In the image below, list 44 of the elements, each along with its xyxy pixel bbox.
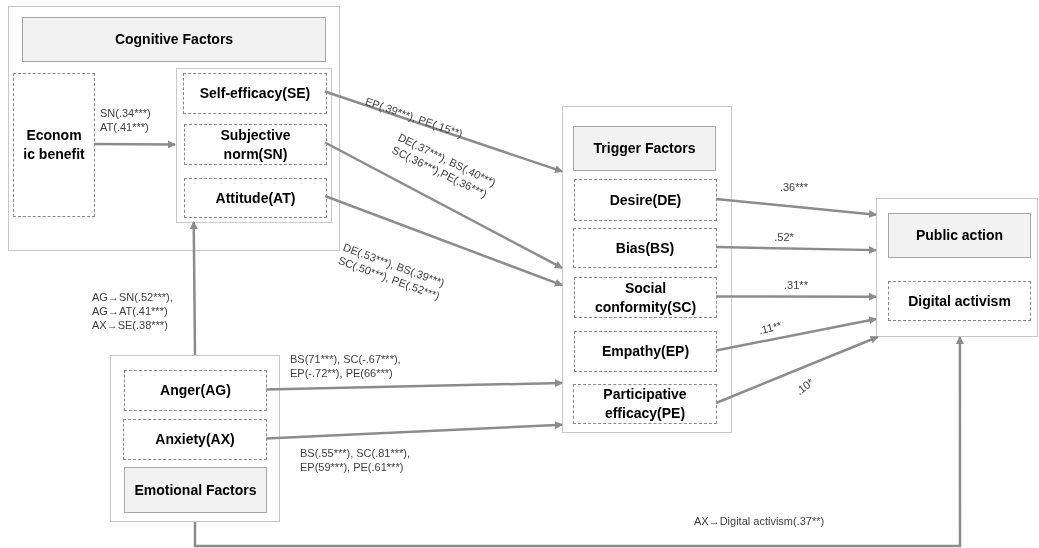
- edge-label: BS(.55***), SC(.81***), EP(59***), PE(.61***): [300, 446, 412, 474]
- arrow: [715, 316, 877, 352]
- arrow: [716, 292, 877, 301]
- factor-box: Empathy(EP): [574, 331, 717, 372]
- group-heading: Public action: [888, 213, 1031, 258]
- factor-box: Digital activism: [888, 281, 1031, 321]
- group-heading: Trigger Factors: [573, 126, 716, 171]
- edge-label: .52*: [773, 230, 795, 244]
- arrow: [265, 379, 563, 391]
- edge-label: .10*: [792, 374, 817, 400]
- arrow: [189, 221, 198, 355]
- factor-box: Self-efficacy(SE): [183, 73, 327, 114]
- factor-box: Econom ic benefit: [13, 73, 95, 217]
- group-heading: Cognitive Factors: [22, 17, 326, 62]
- edge-label: SN(.34***) AT(.41***): [100, 106, 152, 134]
- edge-label: BS(71***), SC(-.67***), EP(-.72**), PE(66***): [290, 352, 402, 380]
- factor-box: Participative efficacy(PE): [573, 384, 717, 424]
- group-panel: [876, 198, 1038, 337]
- group-panel: [8, 6, 340, 251]
- factor-box: Bias(BS): [573, 228, 717, 268]
- arrow: [715, 245, 877, 254]
- arrow: [715, 197, 877, 218]
- group-panel: [176, 68, 332, 223]
- factor-box: Anger(AG): [124, 370, 267, 411]
- edge-label: AG→SN(.52***), AG→AT(.41***) AX→SE(.38***): [92, 290, 174, 332]
- factor-box: Social conformity(SC): [574, 277, 717, 318]
- factor-box: Desire(DE): [574, 179, 717, 221]
- arrow: [324, 194, 563, 287]
- group-panel: [110, 355, 280, 522]
- arrow: [324, 141, 563, 269]
- arrow: [715, 335, 879, 405]
- group-heading: Emotional Factors: [124, 467, 267, 513]
- factor-box: Subjective norm(SN): [184, 124, 327, 165]
- arrow: [94, 140, 176, 149]
- edge-label: .11**: [756, 318, 784, 339]
- group-panel: [562, 106, 732, 433]
- edge-label: .36***: [778, 180, 810, 194]
- arrow: [193, 336, 964, 548]
- edge-label: AX→Digital activism(.37**): [694, 514, 826, 528]
- factor-box: Attitude(AT): [184, 178, 327, 218]
- factor-box: Anxiety(AX): [123, 419, 267, 460]
- arrow: [265, 421, 563, 440]
- edge-label: .31**: [783, 278, 809, 292]
- arrow: [324, 90, 563, 173]
